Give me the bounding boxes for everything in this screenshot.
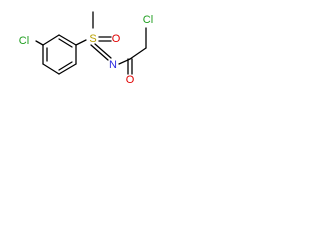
bond-s-n-double — [94, 43, 112, 59]
ring-bond — [58, 34, 77, 46]
bond-ring-to-s — [75, 39, 87, 46]
ring-bond — [58, 63, 77, 75]
atom-cl-ring-label: Cl — [19, 35, 29, 47]
atom-sulfur-label: S — [89, 33, 96, 45]
benzene-ring — [42, 34, 77, 75]
atom-imine-nitrogen-label: N — [109, 59, 117, 71]
atom-sulfinyl-oxygen-label: O — [112, 33, 121, 45]
ring-double-bond — [58, 61, 73, 71]
bond-carbonyl-ch2 — [129, 47, 147, 60]
atom-carbonyl-oxygen-label: O — [126, 74, 135, 86]
ring-bond — [42, 63, 60, 75]
bond-ring-to-cl — [35, 40, 44, 46]
atom-cl-chain-label: Cl — [143, 14, 153, 26]
molecule-structure-diagram: Cl S O N O Cl — [19, 11, 153, 86]
ring-bond — [42, 34, 60, 46]
bond-s-n-double — [90, 44, 109, 61]
ring-double-bond — [58, 38, 73, 48]
